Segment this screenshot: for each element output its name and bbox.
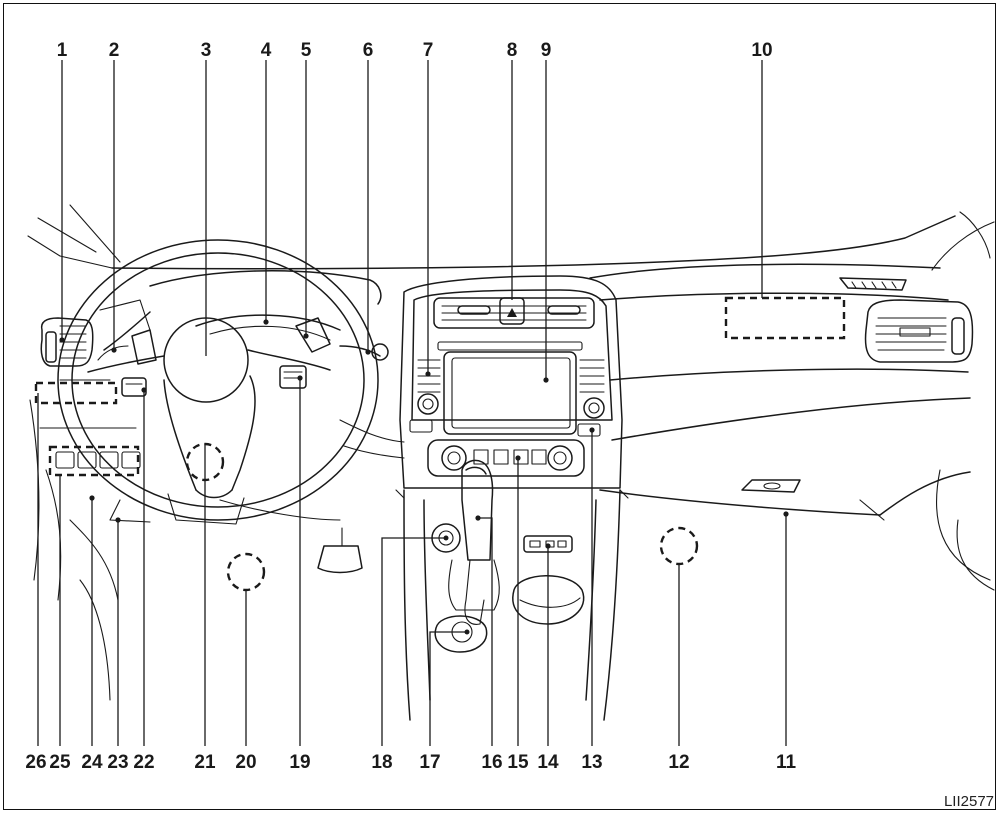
region-20-circle [226, 552, 266, 592]
callout-11: 11 [776, 752, 797, 773]
leader-dots [59, 319, 789, 549]
callout-regions [34, 296, 846, 592]
callout-numbers-top: 1 2 3 4 5 6 7 8 9 10 [57, 40, 773, 61]
callout-14: 14 [537, 752, 559, 773]
callout-9: 9 [541, 40, 552, 61]
figure-code: LII2577 [944, 793, 994, 810]
callout-10: 10 [751, 40, 772, 61]
callout-25: 25 [49, 752, 71, 773]
region-10-box [724, 296, 846, 340]
region-25-box [48, 445, 140, 477]
callout-17: 17 [419, 752, 440, 773]
callout-23: 23 [107, 752, 128, 773]
callout-5: 5 [301, 40, 312, 61]
callout-13: 13 [581, 752, 602, 773]
callout-26: 26 [25, 752, 46, 773]
callout-24: 24 [81, 752, 103, 773]
callout-7: 7 [423, 40, 434, 61]
callout-12: 12 [668, 752, 689, 773]
callout-3: 3 [201, 40, 212, 61]
figure-frame [3, 3, 996, 810]
callout-numbers-bottom: 11 12 13 14 15 16 17 18 19 20 21 22 23 2… [25, 752, 796, 773]
callout-4: 4 [261, 40, 272, 61]
callout-20: 20 [235, 752, 256, 773]
callout-2: 2 [109, 40, 120, 61]
callout-8: 8 [507, 40, 518, 61]
callout-19: 19 [289, 752, 310, 773]
callout-6: 6 [363, 40, 374, 61]
callout-1: 1 [57, 40, 68, 61]
callout-18: 18 [371, 752, 392, 773]
region-26-box [34, 381, 118, 405]
dashboard-artwork [27, 204, 995, 721]
callout-15: 15 [507, 752, 529, 773]
callout-21: 21 [194, 752, 216, 773]
leader-lines [37, 60, 787, 746]
callout-16: 16 [481, 752, 502, 773]
callout-22: 22 [133, 752, 154, 773]
region-12-circle [659, 526, 699, 566]
